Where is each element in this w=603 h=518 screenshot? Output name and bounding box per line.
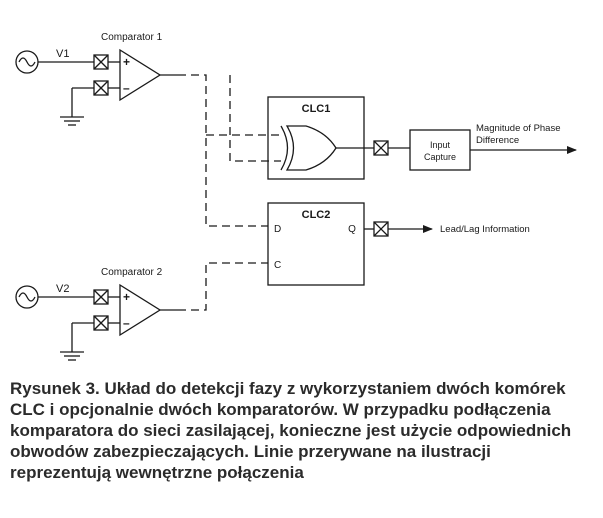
comp2-minus-sign: – <box>123 316 130 330</box>
input-capture-label-line2: Capture <box>424 152 456 162</box>
comparator1 <box>119 48 162 102</box>
xor-gate <box>280 125 337 171</box>
v1-source <box>15 50 39 74</box>
input-capture-block <box>409 129 471 171</box>
ground-symbol-2 <box>60 351 84 361</box>
comp1-plus-pin <box>93 54 109 70</box>
comp1-minus-sign: – <box>123 81 130 95</box>
c-pin-label: C <box>274 260 281 271</box>
clc1-block <box>267 96 365 180</box>
comparator2 <box>119 283 162 337</box>
comp2-plus-sign: + <box>123 290 130 304</box>
v1-label: V1 <box>56 48 69 60</box>
input-capture-label-line1: Input <box>430 140 451 150</box>
magnitude-label-line1: Magnitude of Phase <box>476 123 561 134</box>
magnitude-label-line2: Difference <box>476 135 519 146</box>
v2-label: V2 <box>56 283 69 295</box>
clc2-title: CLC2 <box>302 209 331 221</box>
phase-detector-diagram: Comparator 1 V1 + – Comparator 2 V2 + – … <box>15 32 577 361</box>
ground-symbol-1 <box>60 116 84 126</box>
comp2-minus-pin <box>93 315 109 331</box>
d-pin-label: D <box>274 224 281 235</box>
comp2-plus-pin <box>93 289 109 305</box>
leadlag-label: Lead/Lag Information <box>440 224 530 235</box>
comparator2-label: Comparator 2 <box>101 267 163 278</box>
internal-connections <box>178 74 281 311</box>
figure-caption: Rysunek 3. Układ do detekcji fazy z wyko… <box>10 379 572 482</box>
clc2-block <box>267 202 365 286</box>
clc1-output-pin <box>373 140 389 156</box>
q-pin-label: Q <box>348 224 356 235</box>
v2-source <box>15 285 39 309</box>
comp1-minus-pin <box>93 80 109 96</box>
comparator1-label: Comparator 1 <box>101 32 163 43</box>
clc2-output-pin <box>373 221 389 237</box>
comp1-plus-sign: + <box>123 55 130 69</box>
clc1-title: CLC1 <box>302 103 331 115</box>
